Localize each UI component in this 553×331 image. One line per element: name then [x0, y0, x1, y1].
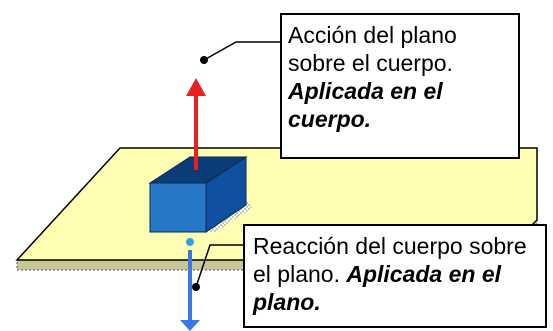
reaction-callout-text: Reacción del cuerpo sobre el plano. — [253, 233, 527, 287]
action-force-arrow — [186, 78, 206, 170]
box-front-face — [149, 182, 207, 233]
action-callout: Acción del plano sobre el cuerpo. Aplica… — [280, 13, 520, 159]
reaction-application-point — [186, 238, 194, 246]
action-callout-text: Acción del plano sobre el cuerpo. — [288, 22, 457, 76]
reaction-leader — [192, 244, 243, 291]
reaction-callout-emphasis: Aplicada en el plano. — [253, 261, 502, 315]
reaction-arrowhead — [180, 320, 200, 331]
action-leader — [200, 41, 280, 64]
reaction-callout: Reacción del cuerpo sobre el plano. Apli… — [243, 224, 547, 328]
action-callout-emphasis: Aplicada en el cuerpo. — [288, 78, 443, 132]
reaction-force-arrow — [180, 238, 200, 331]
action-arrowhead — [186, 78, 206, 96]
